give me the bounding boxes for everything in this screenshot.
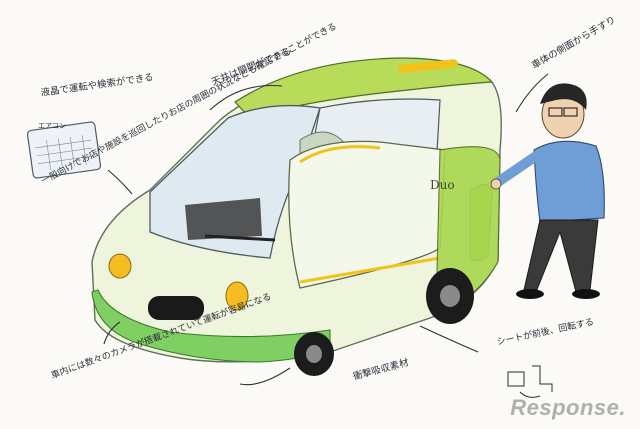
seat-diagram — [507, 365, 553, 398]
door-rail-lower — [299, 256, 441, 284]
front-grille — [148, 296, 204, 320]
arrow-bumper — [103, 321, 121, 345]
dashboard — [185, 198, 262, 240]
arrow-lcd — [107, 169, 133, 195]
arrow-roof — [209, 84, 283, 111]
door-sign: Duo — [430, 178, 455, 192]
wiper — [204, 234, 276, 242]
watermark-logo: Response. — [510, 395, 626, 420]
car-roof — [234, 57, 494, 119]
lcd-screen-label: エアコン — [38, 122, 66, 130]
lcd-panel-sketch — [26, 121, 102, 179]
roof-stripe — [398, 59, 458, 73]
person-figure — [490, 83, 605, 299]
left-headlight — [108, 253, 132, 279]
door-rail-upper — [299, 145, 381, 164]
arrow-sheet — [419, 325, 479, 353]
arrow-side — [515, 73, 549, 113]
arrow-shock — [239, 367, 291, 386]
right-headlight — [225, 281, 249, 311]
